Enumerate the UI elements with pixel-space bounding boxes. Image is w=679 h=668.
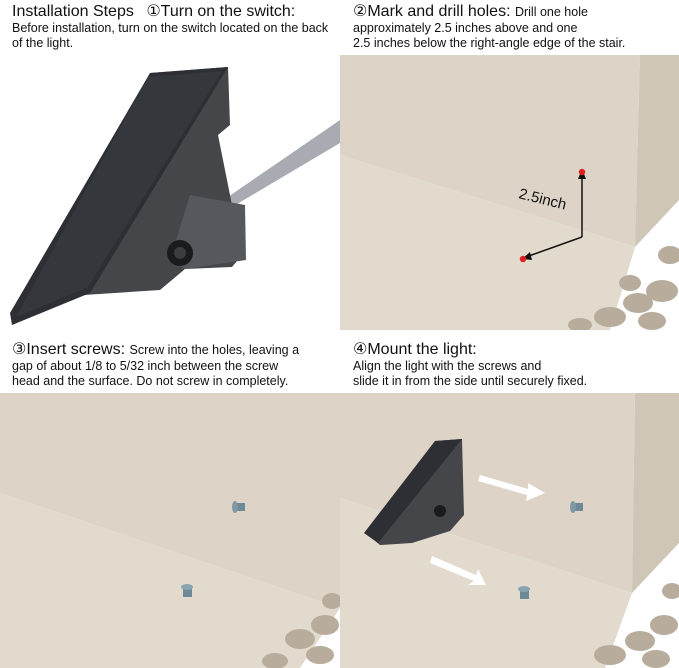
step4-title: ④Mount the light:	[353, 341, 477, 358]
screw-lower	[181, 584, 193, 597]
caption-step4: ④Mount the light: Align the light with t…	[353, 340, 679, 389]
step2-text-3: 2.5 inches below the right-angle edge of…	[353, 36, 626, 51]
stair-tread	[0, 493, 340, 668]
step3-illustration	[0, 393, 340, 668]
step2-text-2: approximately 2.5 inches above and one	[353, 21, 578, 36]
step4-illustration	[340, 393, 679, 668]
step3-text-3: head and the surface. Do not screw in co…	[12, 374, 289, 389]
stair-side	[635, 55, 679, 247]
step4-text-1: Align the light with the screws and	[353, 359, 542, 374]
step1-illustration	[0, 55, 340, 335]
stair-side	[632, 393, 679, 593]
caption-step1: Installation Steps ①Turn on the switch: …	[12, 2, 342, 51]
step2-illustration: 2.5inch	[340, 55, 679, 330]
step2-title: ②Mark and drill holes:	[353, 3, 511, 20]
stair-tread	[340, 155, 635, 330]
solar-panel	[364, 439, 462, 543]
step3-text-2: gap of about 1/8 to 5/32 inch between th…	[12, 359, 279, 374]
screw-upper	[232, 501, 245, 513]
hole-mark-upper	[578, 168, 586, 176]
pebbles	[568, 246, 679, 330]
step3-text-1: Screw into the holes, leaving a	[129, 343, 300, 357]
hole-mark-lower	[519, 255, 527, 263]
step1-text: Before installation, turn on the switch …	[12, 21, 329, 51]
step4-text-2: slide it in from the side until securely…	[353, 374, 588, 389]
stair-riser	[340, 393, 635, 593]
switch-button	[434, 505, 446, 517]
screw-lower	[518, 586, 530, 599]
step3-title: ③Insert screws:	[12, 341, 126, 358]
screw-upper	[570, 501, 583, 513]
direction-arrows	[430, 475, 545, 585]
caption-step2: ②Mark and drill holes: Drill one hole ap…	[353, 2, 679, 51]
page-title: Installation Steps	[12, 3, 134, 20]
stair-riser	[0, 393, 340, 608]
pebbles	[262, 593, 340, 668]
step2-text-1: Drill one hole	[514, 5, 588, 19]
pebbles	[594, 583, 679, 668]
stair-riser	[340, 55, 640, 247]
step1-title: ①Turn on the switch:	[146, 3, 296, 20]
caption-step3: ③Insert screws: Screw into the holes, le…	[12, 340, 342, 389]
